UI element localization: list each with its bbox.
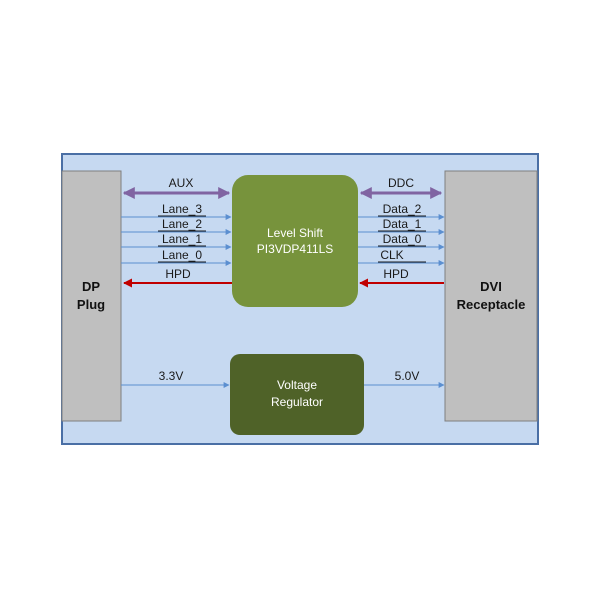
ddc-label: DDC — [388, 176, 414, 190]
voltage-regulator-block — [230, 354, 364, 435]
voltage-regulator-label-line2: Regulator — [271, 395, 323, 409]
dvi-receptacle-block — [444, 170, 538, 422]
dp-plug-block — [61, 170, 122, 422]
data-0-label: Data_0 — [383, 232, 422, 246]
clk-label: CLK — [380, 248, 403, 262]
voltage-regulator-label-line1: Voltage — [277, 378, 317, 392]
level-shift-label-line1: Level Shift — [267, 226, 324, 240]
lane-3-label: Lane_3 — [162, 202, 202, 216]
aux-label: AUX — [169, 176, 194, 190]
lane-1-label: Lane_1 — [162, 232, 202, 246]
lane-2-label: Lane_2 — [162, 217, 202, 231]
hpd-right-label: HPD — [383, 267, 409, 281]
dp-plug-label-line2: Plug — [77, 297, 105, 312]
power-input-label: 3.3V — [159, 369, 184, 383]
lane-0-label: Lane_0 — [162, 248, 202, 262]
hpd-left-label: HPD — [165, 267, 191, 281]
dp-plug-label-line1: DP — [82, 279, 100, 294]
data-1-label: Data_1 — [383, 217, 422, 231]
data-2-label: Data_2 — [383, 202, 422, 216]
level-shift-label-line2: PI3VDP411LS — [257, 242, 334, 256]
dvi-receptacle-label-line1: DVI — [480, 279, 502, 294]
power-output-label: 5.0V — [395, 369, 420, 383]
dvi-receptacle-label-line2: Receptacle — [457, 297, 526, 312]
level-shift-block — [232, 175, 358, 307]
